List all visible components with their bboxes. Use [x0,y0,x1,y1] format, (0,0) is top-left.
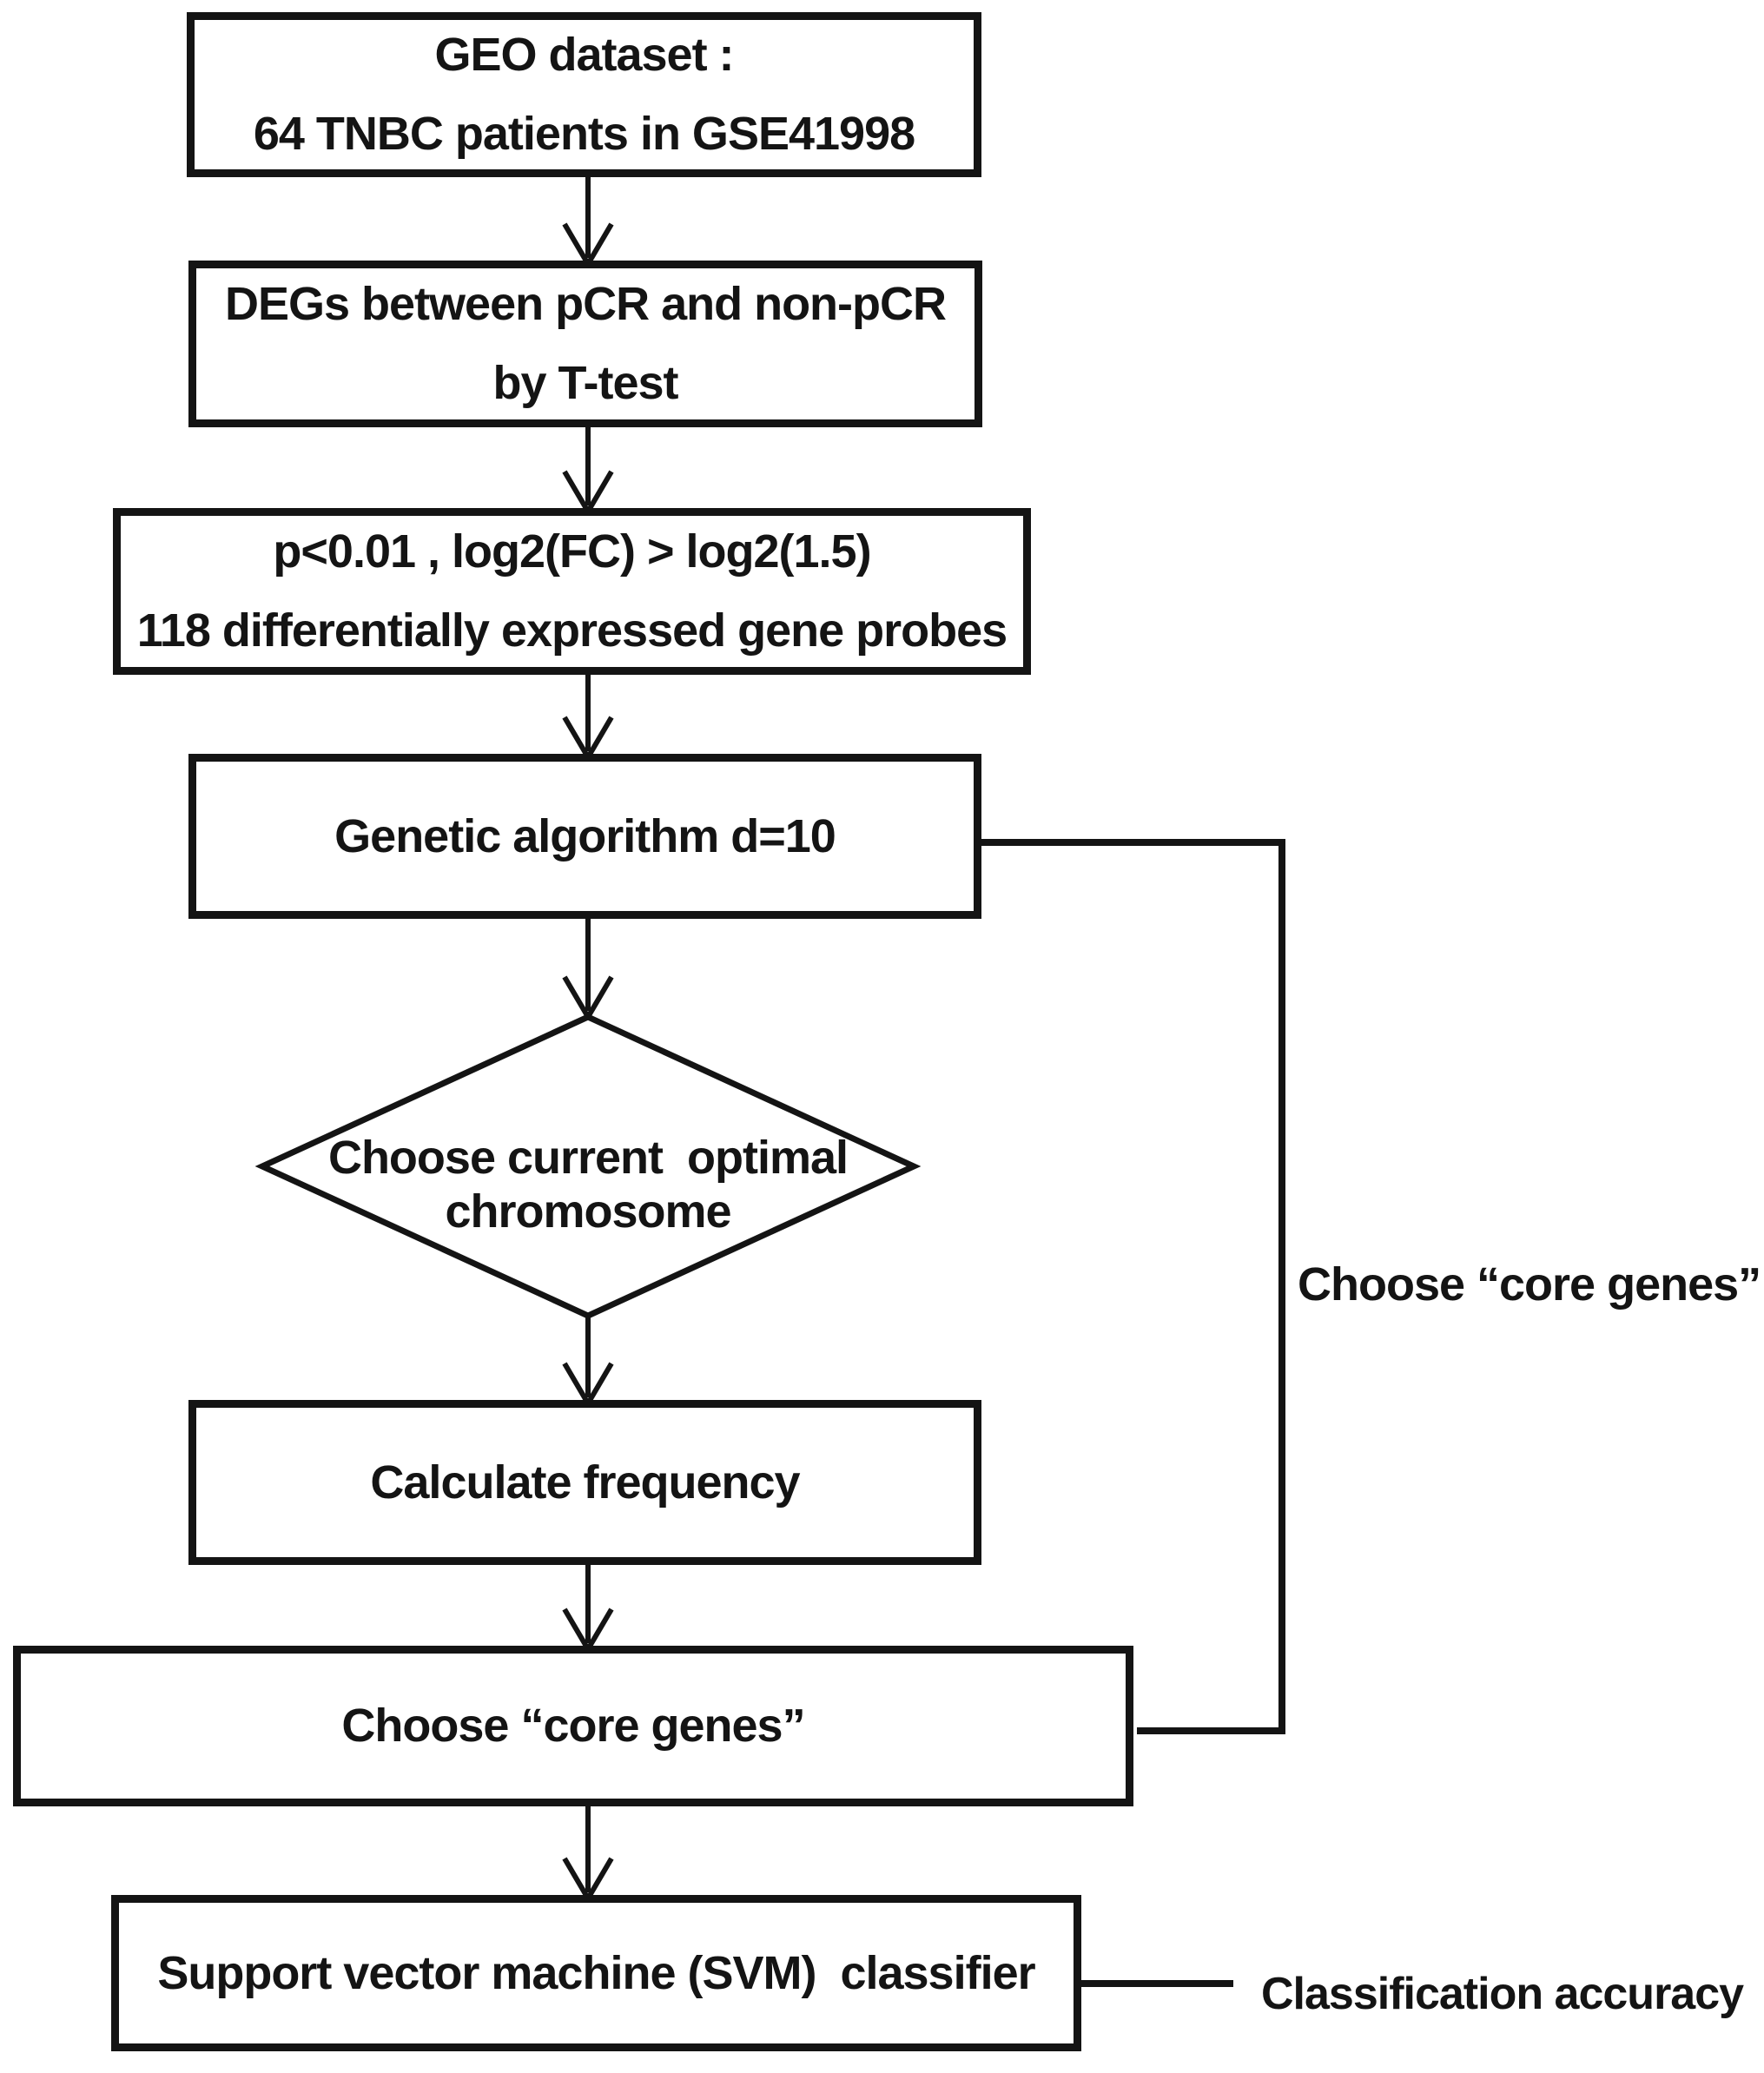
node-svm-classifier-label: Support vector machine (SVM) classifier [157,1946,1035,1999]
arrow-ga-to-decision [562,919,614,1022]
arrow-freq-to-core [562,1565,614,1654]
node-threshold-filter-line1: p<0.01 , log2(FC) > log2(1.5) [273,525,871,578]
node-decision-choose-chromosome: Choose current optimal chromosome [262,1131,914,1238]
label-classification-accuracy: Classification accuracy [1261,1969,1744,2019]
node-degs-ttest: DEGs between pCR and non-pCR by T-test [188,261,982,427]
arrow-decision-to-freq [562,1316,614,1409]
node-calculate-frequency: Calculate frequency [188,1400,981,1565]
node-degs-ttest-line2: by T-test [492,357,678,409]
node-genetic-algorithm-label: Genetic algorithm d=10 [334,809,836,862]
label-choose-core-genes: Choose “core genes” [1298,1258,1761,1310]
arrow-filter-to-ga [562,675,614,763]
arrow-geo-to-degs [562,177,614,269]
node-choose-core-genes-label: Choose “core genes” [341,1700,805,1753]
node-calculate-frequency-label: Calculate frequency [370,1456,800,1509]
node-threshold-filter-line2: 118 differentially expressed gene probes [136,604,1008,657]
node-genetic-algorithm: Genetic algorithm d=10 [188,754,981,919]
feedback-connector [981,839,1285,1734]
node-svm-classifier: Support vector machine (SVM) classifier [111,1895,1081,2051]
node-geo-dataset-line1: GEO dataset : [434,29,734,82]
arrow-core-to-svm [562,1806,614,1904]
node-degs-ttest-line1: DEGs between pCR and non-pCR [224,278,947,331]
node-decision-line2: chromosome [445,1185,731,1238]
node-choose-core-genes: Choose “core genes” [13,1646,1133,1806]
node-decision-line1: Choose current optimal [327,1132,849,1184]
decision-diamond-shape [254,1013,922,1319]
node-geo-dataset: GEO dataset : 64 TNBC patients in GSE419… [187,12,981,177]
node-threshold-filter: p<0.01 , log2(FC) > log2(1.5) 118 differ… [113,508,1031,675]
arrow-degs-to-filter [562,427,614,517]
node-geo-dataset-line2: 64 TNBC patients in GSE41998 [253,108,915,160]
